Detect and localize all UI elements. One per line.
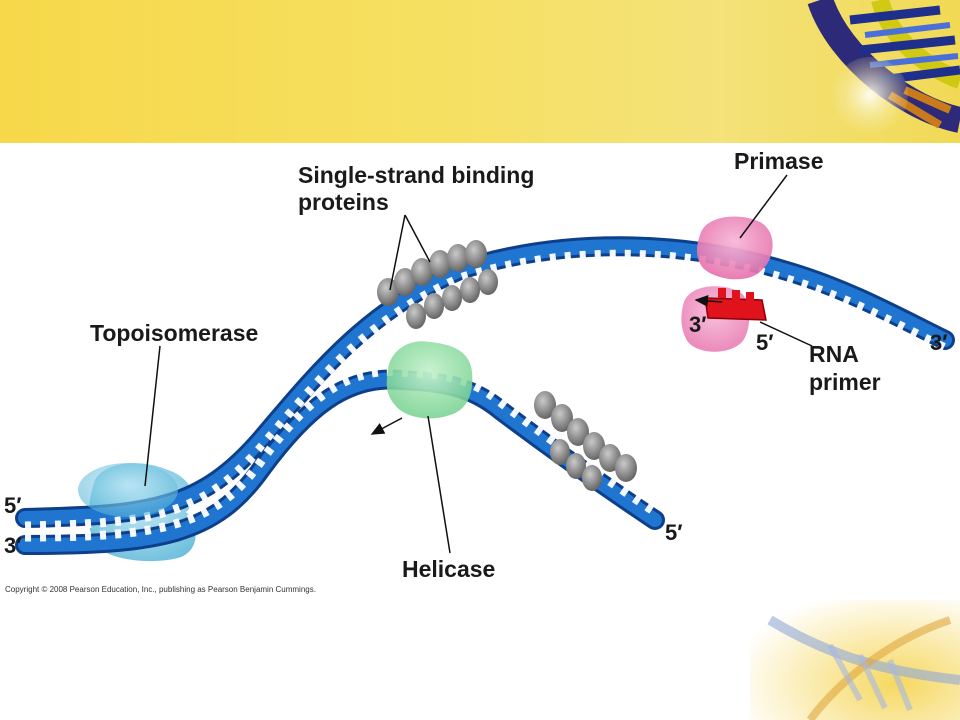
dna-replication-fork-diagram: Single-strand binding proteins Primase T… — [4, 148, 955, 582]
copyright-notice: Copyright © 2008 Pearson Education, Inc.… — [5, 585, 316, 594]
end-label-primase-3: 3′ — [689, 312, 707, 337]
rna-primer-label-line1: RNA — [809, 341, 859, 367]
helicase-protein — [386, 341, 473, 419]
topoisomerase-label: Topoisomerase — [90, 320, 258, 346]
dna-helix-banner-image — [807, 0, 960, 133]
primase-label: Primase — [734, 148, 824, 174]
primase-direction-arrow — [694, 294, 723, 307]
end-label-primase-5: 5′ — [756, 330, 774, 355]
end-label-bottom-right-5: 5′ — [665, 520, 683, 545]
helicase-direction-arrow — [370, 417, 403, 435]
end-label-top-right-3: 3′ — [930, 330, 948, 355]
ssb-proteins-bottom — [534, 391, 637, 491]
header-banner — [0, 0, 960, 143]
ssb-label-line2: proteins — [298, 189, 389, 215]
rna-primer-label-line2: primer — [809, 369, 881, 395]
ssb-proteins-top — [377, 240, 498, 329]
rna-primer — [704, 288, 767, 321]
dna-helix-corner-image — [750, 600, 960, 720]
ssb-label-line1: Single-strand binding — [298, 162, 534, 188]
leader-lines — [144, 174, 813, 554]
end-label-left-3: 3′ — [4, 533, 22, 558]
end-label-left-5: 5′ — [4, 493, 22, 518]
topoisomerase-protein-front — [78, 463, 178, 517]
helicase-label: Helicase — [402, 556, 495, 582]
